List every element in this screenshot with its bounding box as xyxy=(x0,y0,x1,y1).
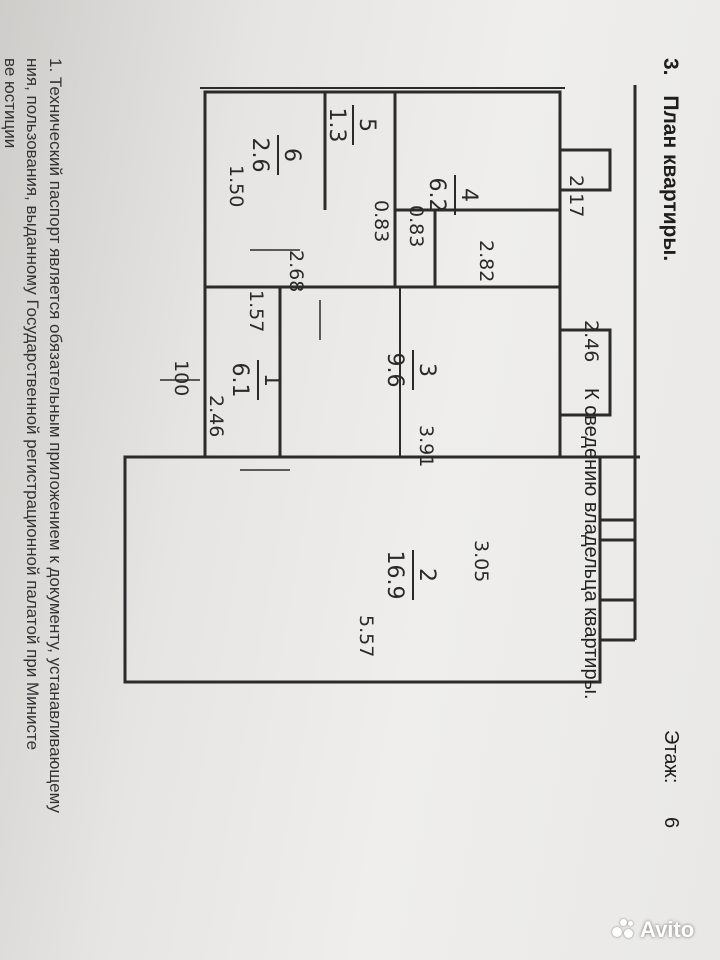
plan-walls xyxy=(123,85,640,684)
avito-logo-icon xyxy=(612,919,634,941)
room-5-number: 5 xyxy=(354,118,379,132)
dim-5-57: 5.57 xyxy=(355,615,377,657)
dim-0-83-a: 0.83 xyxy=(370,200,392,242)
room-1-area: 6.1 xyxy=(227,363,252,398)
wall-block-left xyxy=(203,90,562,289)
dim-2-68: 2.68 xyxy=(285,250,307,292)
room-1-number: 1 xyxy=(259,373,284,387)
room-labels: 4 6.2 5 1.3 6 2.6 1 6.1 3 9.6 2 16.9 xyxy=(227,105,481,600)
dim-3-91: 3.91 xyxy=(415,425,437,467)
room-5-area: 1.3 xyxy=(324,108,349,143)
dimension-labels: 2.17 2.82 0.83 0.83 2.68 1.57 1.50 2.46 … xyxy=(170,165,602,657)
paragraph-2: ния, пользования, выданному Государствен… xyxy=(23,58,42,751)
room-4-area: 6.2 xyxy=(424,178,449,213)
room-6-number: 6 xyxy=(279,148,304,162)
dim-2-17: 2.17 xyxy=(565,175,587,217)
dim-2-46-bottom: 2.46 xyxy=(205,395,227,437)
room-6-area: 2.6 xyxy=(247,138,272,173)
dim-1-50: 1.50 xyxy=(225,165,247,207)
room-2-area: 16.9 xyxy=(382,551,407,600)
dim-0-83-b: 0.83 xyxy=(405,205,427,247)
room-4-number: 4 xyxy=(456,188,481,202)
avito-watermark: Avito xyxy=(612,917,694,943)
dim-2-46-top: 2.46 xyxy=(580,320,602,362)
avito-wordmark: Avito xyxy=(640,917,695,942)
dim-100: 100 xyxy=(170,360,192,396)
paragraph-1: 1. Технический паспорт является обязател… xyxy=(46,58,65,813)
window-1 xyxy=(558,148,612,192)
dim-3-05: 3.05 xyxy=(470,540,492,582)
dim-1-57: 1.57 xyxy=(245,290,267,332)
dim-2-82: 2.82 xyxy=(475,240,497,282)
room-3-area: 9.6 xyxy=(382,353,407,388)
window-3 xyxy=(598,538,637,602)
room-3-number: 3 xyxy=(414,363,439,377)
paragraph-3: ве юстиции xyxy=(1,58,20,149)
room-2-number: 2 xyxy=(414,568,439,582)
window-2 xyxy=(558,328,612,417)
owner-notice: К сведению владельца квартиры. xyxy=(580,388,602,700)
